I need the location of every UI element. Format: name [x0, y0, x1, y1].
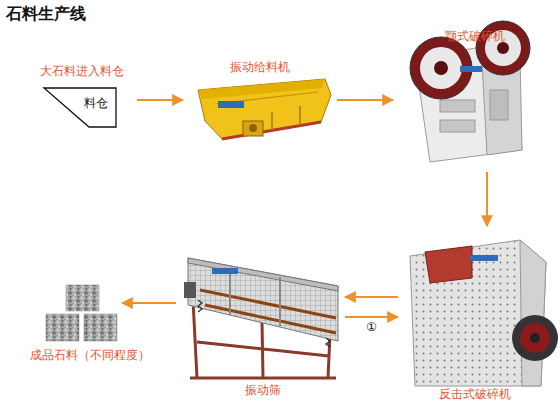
vibrating-screen-part: [188, 258, 338, 341]
process-step: 振动给料机: [185, 58, 335, 148]
vibrating-screen-part: [188, 258, 338, 291]
vibrating-screen: [184, 258, 338, 378]
jaw-crusher-part: [420, 47, 462, 89]
diagram-title: 石料生产线: [6, 4, 86, 25]
callout-number: ①: [366, 320, 377, 334]
jaw-crusher-part: [434, 61, 448, 75]
step-label: 颚式破碎机: [430, 29, 520, 43]
impact-crusher-part: [425, 246, 472, 283]
process-step: 振动筛: [178, 243, 343, 403]
flow-arrow: [122, 302, 176, 304]
vibrating-screen-part: [198, 300, 330, 347]
step-label: 反击式破碎机: [420, 387, 530, 401]
vibrating-feeder-part: [218, 101, 244, 108]
process-step: 成品石料（不同程度）: [25, 280, 120, 375]
jaw-crusher-part: [440, 120, 475, 132]
jaw-crusher-part: [490, 90, 508, 120]
vibrating-screen-part: [229, 268, 231, 315]
flow-arrow: [486, 172, 488, 226]
jaw-crusher-part: [497, 42, 509, 54]
vibrating-feeder-part: [299, 106, 301, 126]
finished-stone: [46, 285, 117, 341]
impact-crusher-part: [520, 240, 546, 386]
vibrating-feeder-part: [271, 112, 273, 131]
jaw-crusher-part: [460, 66, 482, 72]
flow-arrow: [337, 99, 393, 101]
impact-crusher-part: [530, 333, 540, 343]
process-step: 颚式破碎机: [395, 10, 540, 170]
impact-crusher-part: [470, 255, 498, 261]
inner-label: 料仓: [80, 96, 112, 110]
vibrating-feeder-part: [249, 124, 257, 132]
process-step: 大石料进入料仓料仓: [30, 58, 135, 133]
vibrating-feeder: [198, 79, 331, 139]
vibrating-feeder-part: [198, 79, 325, 99]
vibrating-feeder-part: [198, 79, 331, 139]
impact-crusher: [410, 240, 558, 386]
hopper-outline-part: [44, 88, 116, 127]
impact-crusher-part: [410, 240, 546, 386]
vibrating-screen-part: [200, 290, 336, 318]
step-label: 成品石料（不同程度）: [15, 348, 165, 362]
vibrating-screen-part: [184, 282, 196, 298]
finished-stone-part: [46, 314, 79, 341]
flow-arrow: [345, 316, 398, 318]
jaw-crusher-part: [440, 100, 475, 112]
step-label: 大石料进入料仓: [32, 64, 132, 78]
impact-crusher-part: [512, 315, 558, 361]
step-label: 振动给料机: [185, 60, 335, 74]
vibrating-feeder-part: [243, 121, 263, 136]
flow-arrow: [137, 99, 183, 101]
finished-stone-part: [84, 314, 117, 341]
process-step: 反击式破碎机: [400, 228, 550, 408]
flow-arrow: [345, 296, 398, 298]
vibrating-screen-part: [212, 268, 238, 274]
vibrating-screen-part: [205, 305, 336, 333]
step-label: 振动筛: [228, 383, 298, 397]
vibrating-screen-part: [279, 277, 281, 326]
finished-stone-part: [66, 285, 99, 311]
impact-crusher-part: [520, 323, 550, 353]
hopper-outline: [44, 88, 116, 127]
jaw-crusher: [410, 21, 530, 162]
